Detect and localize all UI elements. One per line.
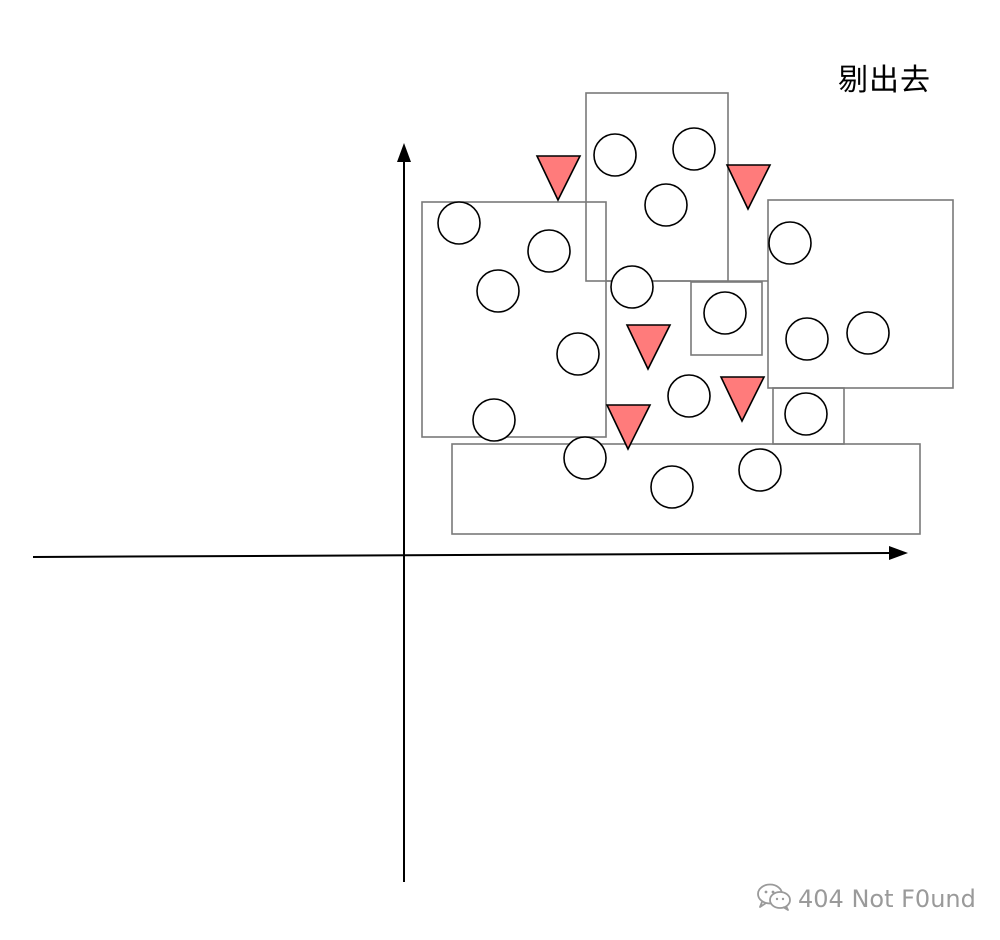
normal-points	[437, 127, 890, 509]
y-axis-arrowhead	[397, 143, 411, 162]
data-point	[784, 392, 828, 436]
data-point	[437, 201, 481, 245]
region-box	[767, 199, 954, 389]
axes	[32, 143, 908, 882]
data-point	[672, 127, 716, 171]
data-point	[846, 311, 890, 355]
remove-label: 剔出去	[838, 63, 931, 98]
data-point	[476, 269, 520, 313]
data-point	[563, 436, 607, 480]
data-point	[738, 448, 782, 492]
data-point	[556, 332, 600, 376]
outlier-triangle	[625, 324, 672, 371]
region-box	[451, 443, 921, 535]
outlier-points	[535, 155, 772, 451]
data-point	[527, 229, 571, 273]
outlier-triangle	[535, 155, 582, 202]
data-point	[472, 398, 516, 442]
outlier-triangle	[605, 404, 652, 451]
outlier-triangle	[725, 164, 772, 211]
region-box	[690, 281, 763, 356]
region-boxes	[421, 92, 954, 535]
data-point	[785, 317, 829, 361]
x-axis	[32, 552, 893, 558]
outlier-triangle	[719, 376, 766, 423]
data-point	[768, 221, 812, 265]
data-point	[644, 183, 688, 227]
watermark-text: 404 Not F0und	[798, 885, 976, 913]
data-point	[610, 265, 654, 309]
data-point	[667, 374, 711, 418]
watermark: 404 Not F0und	[756, 883, 976, 915]
data-point	[650, 465, 694, 509]
wechat-icon	[756, 883, 792, 915]
x-axis-arrowhead	[889, 546, 908, 560]
data-point	[593, 133, 637, 177]
data-point	[703, 291, 747, 335]
region-box	[421, 201, 607, 438]
